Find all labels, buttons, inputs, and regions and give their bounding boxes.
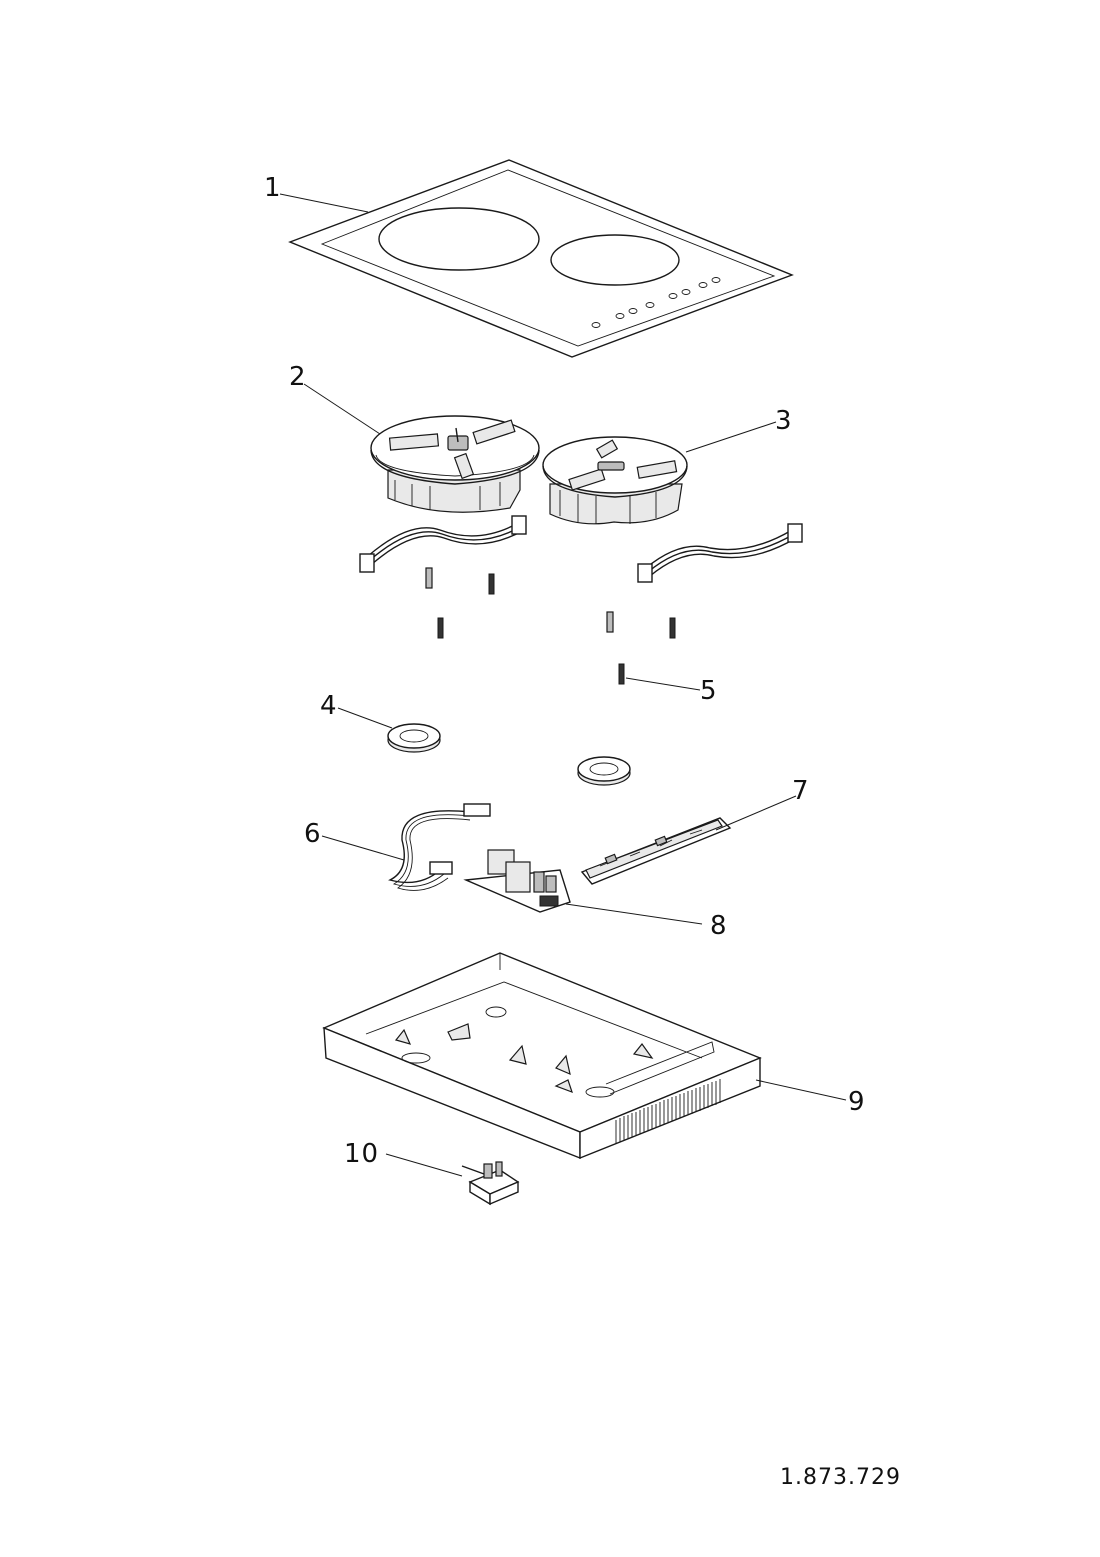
control-buttons (591, 277, 721, 328)
label-part-2: 2 (289, 362, 307, 392)
label-part-1: 1 (264, 173, 282, 203)
part-10-terminal-block (461, 1161, 520, 1206)
part-8-power-board (463, 849, 571, 913)
document-code: 1.873.729 (780, 1465, 901, 1490)
part-2-large-coil (370, 415, 540, 513)
label-part-9: 9 (848, 1087, 866, 1117)
ventilation-grille (615, 1079, 721, 1144)
part-3-small-coil (542, 436, 688, 525)
label-part-7: 7 (792, 776, 810, 806)
part-1-glass-top (288, 159, 794, 358)
label-part-4: 4 (320, 691, 338, 721)
label-part-3: 3 (775, 406, 793, 436)
label-part-6: 6 (304, 819, 322, 849)
label-part-5: 5 (700, 676, 718, 706)
coil-wire-harness-left (359, 515, 527, 573)
label-part-10: 10 (344, 1139, 379, 1169)
part-5-springs (425, 567, 676, 685)
label-part-8: 8 (710, 911, 728, 941)
coil-wire-harness-right (637, 523, 803, 583)
leader-lines (279, 193, 847, 1177)
part-9-housing (322, 952, 762, 1160)
part-4-rings (387, 723, 631, 786)
part-7-control-board (580, 817, 732, 885)
part-6-ribbon-cable (388, 803, 491, 891)
